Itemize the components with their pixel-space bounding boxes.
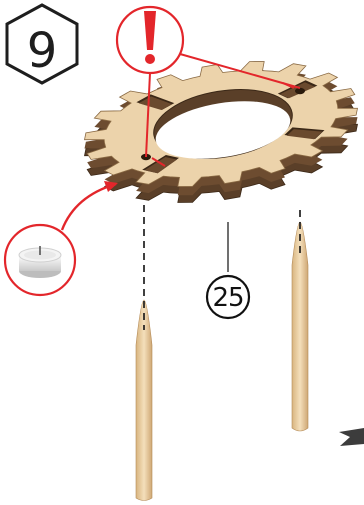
part-number-label: 25 [203, 276, 253, 320]
direction-arrow-icon [339, 428, 364, 446]
warning-icon [117, 7, 183, 73]
tealight-icon [5, 225, 75, 295]
gear-ring [85, 62, 358, 203]
step-number: 9 [14, 18, 70, 84]
skewer-right [292, 222, 308, 431]
hole-right [295, 88, 305, 94]
skewer-left [136, 300, 152, 501]
